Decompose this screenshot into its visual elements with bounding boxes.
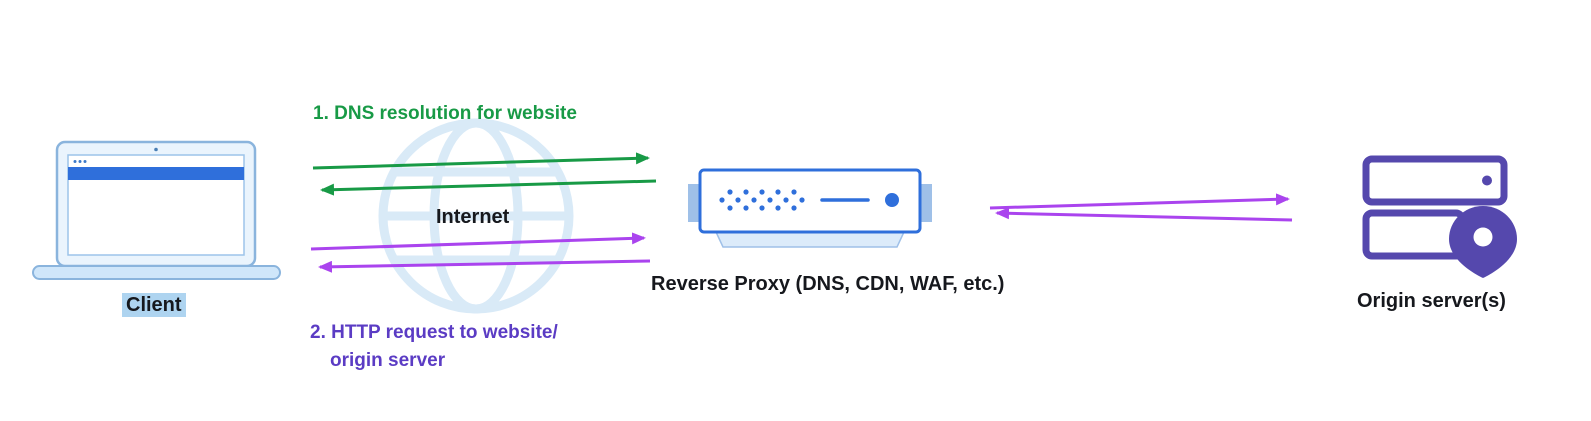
dns-response-arrow	[320, 179, 657, 196]
proxy-dot-matrix	[719, 189, 805, 211]
http-step-label-line1: 2. HTTP request to website/	[310, 322, 558, 343]
origin-server-label: Origin server(s)	[1357, 290, 1506, 312]
dns-request-arrow	[312, 152, 650, 170]
internet-label: Internet	[436, 206, 510, 228]
laptop-icon	[32, 140, 281, 280]
http-step-label: 2. HTTP request to website/ origin serve…	[310, 322, 558, 373]
proxy-led	[885, 193, 899, 207]
http-request-arrow	[310, 232, 646, 251]
http-response-arrow	[318, 259, 651, 273]
laptop-base	[32, 265, 281, 280]
server-stack-with-location-pin-icon	[1362, 155, 1517, 278]
dns-step-label: 1. DNS resolution for website	[313, 103, 577, 124]
globe-icon	[378, 118, 574, 314]
http-step-label-line2: origin server	[330, 349, 446, 371]
client-label-text: Client	[122, 293, 186, 317]
client-label: Client	[122, 293, 186, 317]
origin-to-proxy-arrow	[995, 207, 1293, 222]
reverse-proxy-label: Reverse Proxy (DNS, CDN, WAF, etc.)	[651, 273, 1005, 295]
proxy-base	[714, 231, 906, 248]
proxy-appliance-icon	[688, 168, 932, 248]
laptop-camera-dot	[154, 147, 158, 152]
proxy-to-origin-arrow	[989, 193, 1290, 210]
